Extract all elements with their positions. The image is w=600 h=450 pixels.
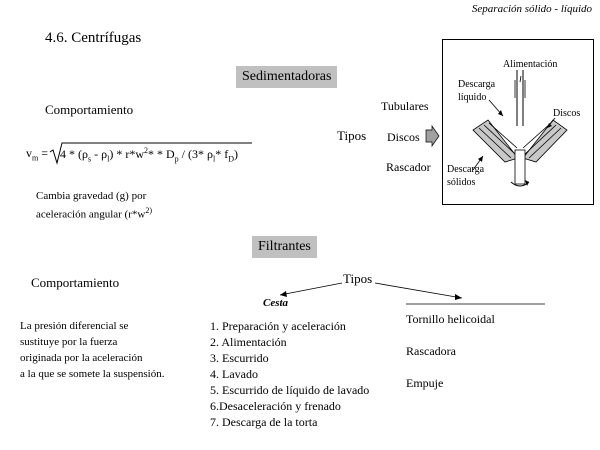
filt-comportamiento-heading: Comportamiento <box>31 275 120 290</box>
disc-centrifuge-diagram: Alimentación Descarga líquido Discos Des… <box>442 39 594 205</box>
sedimentadoras-label: Sedimentadoras <box>236 66 338 88</box>
cesta-step: 2. Alimentación <box>210 335 287 349</box>
label-descarga-solidos-1: Descarga <box>447 164 485 175</box>
sed-tipos-label: Tipos <box>337 128 367 143</box>
filt-description-line: originada por la aceleración <box>20 352 143 364</box>
cesta-step: 5. Escurrido de líquido de lavado <box>210 383 370 397</box>
filtrantes-label: Filtrantes <box>252 236 317 258</box>
label-descarga-liquido-1: Descarga <box>458 79 496 90</box>
section-title: 4.6. Centrífugas <box>45 30 142 46</box>
tipo-empuje: Empuje <box>406 376 444 390</box>
disc-centrifuge-drawing <box>472 70 568 187</box>
tipo-rascador: Rascador <box>386 160 431 174</box>
tipo-discos: Discos <box>387 130 420 144</box>
formula-radicand: 4 * (ρs - ρl) * r*w2* * Dp / (3* ρl* fD) <box>60 146 239 164</box>
label-descarga-liquido-2: líquido <box>458 92 487 103</box>
cesta-step: 4. Lavado <box>210 367 258 381</box>
cesta-step: 3. Escurrido <box>210 351 269 365</box>
tipo-tornillo-helicoidal: Tornillo helicoidal <box>406 312 495 326</box>
sed-note-line1: Cambia gravedad (g) por <box>36 190 147 202</box>
label-descarga-solidos-2: sólidos <box>447 177 476 188</box>
cesta-label: Cesta <box>263 297 289 309</box>
cesta-step: 1. Preparación y aceleración <box>210 319 346 333</box>
tipo-tubulares: Tubulares <box>381 99 429 113</box>
cesta-step: 6.Desaceleración y frenado <box>210 399 341 413</box>
document-header: Separación sólido - líquido <box>471 3 592 15</box>
filt-description-line: sustituye por la fuerza <box>20 336 118 348</box>
filt-description-line: La presión diferencial se <box>20 320 129 332</box>
filt-description-line: a la que se somete la suspensión. <box>20 368 165 380</box>
label-discos: Discos <box>553 108 581 119</box>
label-alimentacion: Alimentación <box>503 59 558 70</box>
sed-comportamiento-heading: Comportamiento <box>45 102 134 117</box>
sedimentation-velocity-formula: vm = <box>26 146 49 163</box>
cesta-step: 7. Descarga de la torta <box>210 415 318 429</box>
tipo-rascadora: Rascadora <box>406 344 456 358</box>
sed-note-line2: aceleración angular (r*w2) <box>36 206 152 221</box>
filt-tipos-label: Tipos <box>343 271 373 286</box>
